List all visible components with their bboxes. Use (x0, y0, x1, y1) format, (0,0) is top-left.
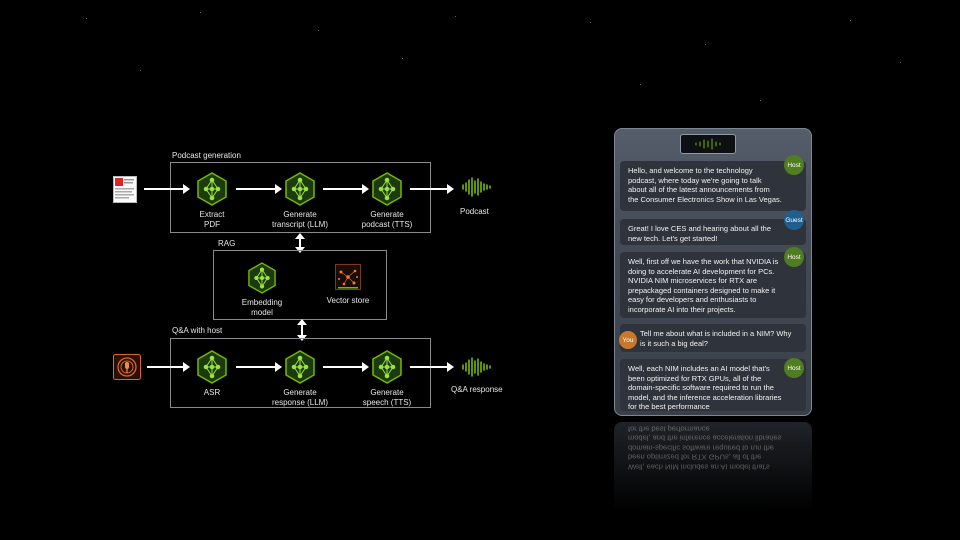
nim-cube-icon (197, 350, 227, 384)
host-avatar: Host (784, 358, 804, 378)
vector-store-icon (335, 264, 361, 290)
node-label: Extract (199, 210, 225, 219)
nim-cube-icon (285, 172, 315, 206)
arrow-extract-to-transcript (236, 184, 282, 194)
node-label: Generate (370, 388, 404, 397)
node-label: Generate (283, 210, 317, 219)
mini-waveform-icon (695, 138, 721, 150)
podcast-output-label: Podcast (460, 207, 489, 216)
qa-with-host-box (170, 338, 431, 408)
node-label: Embedding (241, 298, 283, 307)
node-label: ASR (203, 388, 221, 397)
nim-cube-icon (285, 350, 315, 384)
node-sublabel: transcript (LLM) (271, 220, 328, 229)
chat-message-host: Hello, and welcome to the technology pod… (620, 161, 806, 211)
guest-avatar: Guest (784, 210, 804, 230)
arrow-transcript-to-tts (323, 184, 369, 194)
audio-waveform-icon (461, 356, 493, 383)
node-sublabel: PDF (204, 220, 220, 229)
arrow-pdf-to-extract (144, 184, 190, 194)
node-vector-store: Vector store (310, 264, 386, 306)
message-text: Tell me about what is included in a NIM?… (640, 329, 792, 348)
arrow-speech-to-output (410, 362, 454, 372)
you-avatar: You (619, 331, 637, 349)
host-avatar: Host (784, 155, 804, 175)
host-avatar: Host (784, 247, 804, 267)
section-label-qa-with-host: Q&A with host (172, 326, 223, 335)
node-sublabel: speech (TTS) (362, 398, 412, 407)
arrow-asr-to-response (236, 362, 282, 372)
message-text: Hello, and welcome to the technology pod… (628, 166, 782, 204)
reflected-message-text: Well, each NIM includes an AI model that… (628, 424, 782, 472)
nim-cube-icon (372, 172, 402, 206)
nim-cube-icon (372, 350, 402, 384)
node-label: Generate (370, 210, 404, 219)
message-text: Great! I love CES and hearing about all … (628, 224, 772, 243)
qa-output-label: Q&A response (451, 385, 503, 394)
node-label: Vector store (326, 296, 370, 305)
arrow-tts-to-podcast (410, 184, 454, 194)
chat-message-host: Well, first off we have the work that NV… (620, 252, 806, 318)
section-label-podcast-generation: Podcast generation (172, 151, 241, 160)
message-text: Well, each NIM includes an AI model that… (628, 364, 782, 411)
arrow-transcript-rag (295, 233, 305, 253)
nim-cube-icon (197, 172, 227, 206)
chat-message-you: Tell me about what is included in a NIM?… (620, 324, 806, 352)
chat-message-host: Well, each NIM includes an AI model that… (620, 359, 806, 411)
node-asr: ASR (176, 350, 248, 398)
section-label-rag: RAG (218, 239, 236, 248)
nim-cube-icon (248, 262, 276, 294)
microphone-icon (113, 354, 141, 380)
arrow-mic-to-asr (147, 362, 190, 372)
chat-message-guest: Great! I love CES and hearing about all … (620, 219, 806, 245)
node-sublabel: model (251, 308, 273, 317)
panel-audio-indicator (680, 134, 736, 154)
arrow-response-to-speech (323, 362, 369, 372)
node-sublabel: response (LLM) (271, 398, 329, 407)
arrow-rag-response (297, 319, 307, 341)
pdf-document-icon (113, 176, 137, 203)
message-text: Well, first off we have the work that NV… (628, 257, 779, 314)
chat-panel-reflection: Well, each NIM includes an AI model that… (614, 422, 812, 512)
node-label: Generate (283, 388, 317, 397)
podcast-generation-box (170, 162, 431, 233)
node-sublabel: podcast (TTS) (361, 220, 413, 229)
audio-waveform-icon (461, 176, 493, 203)
